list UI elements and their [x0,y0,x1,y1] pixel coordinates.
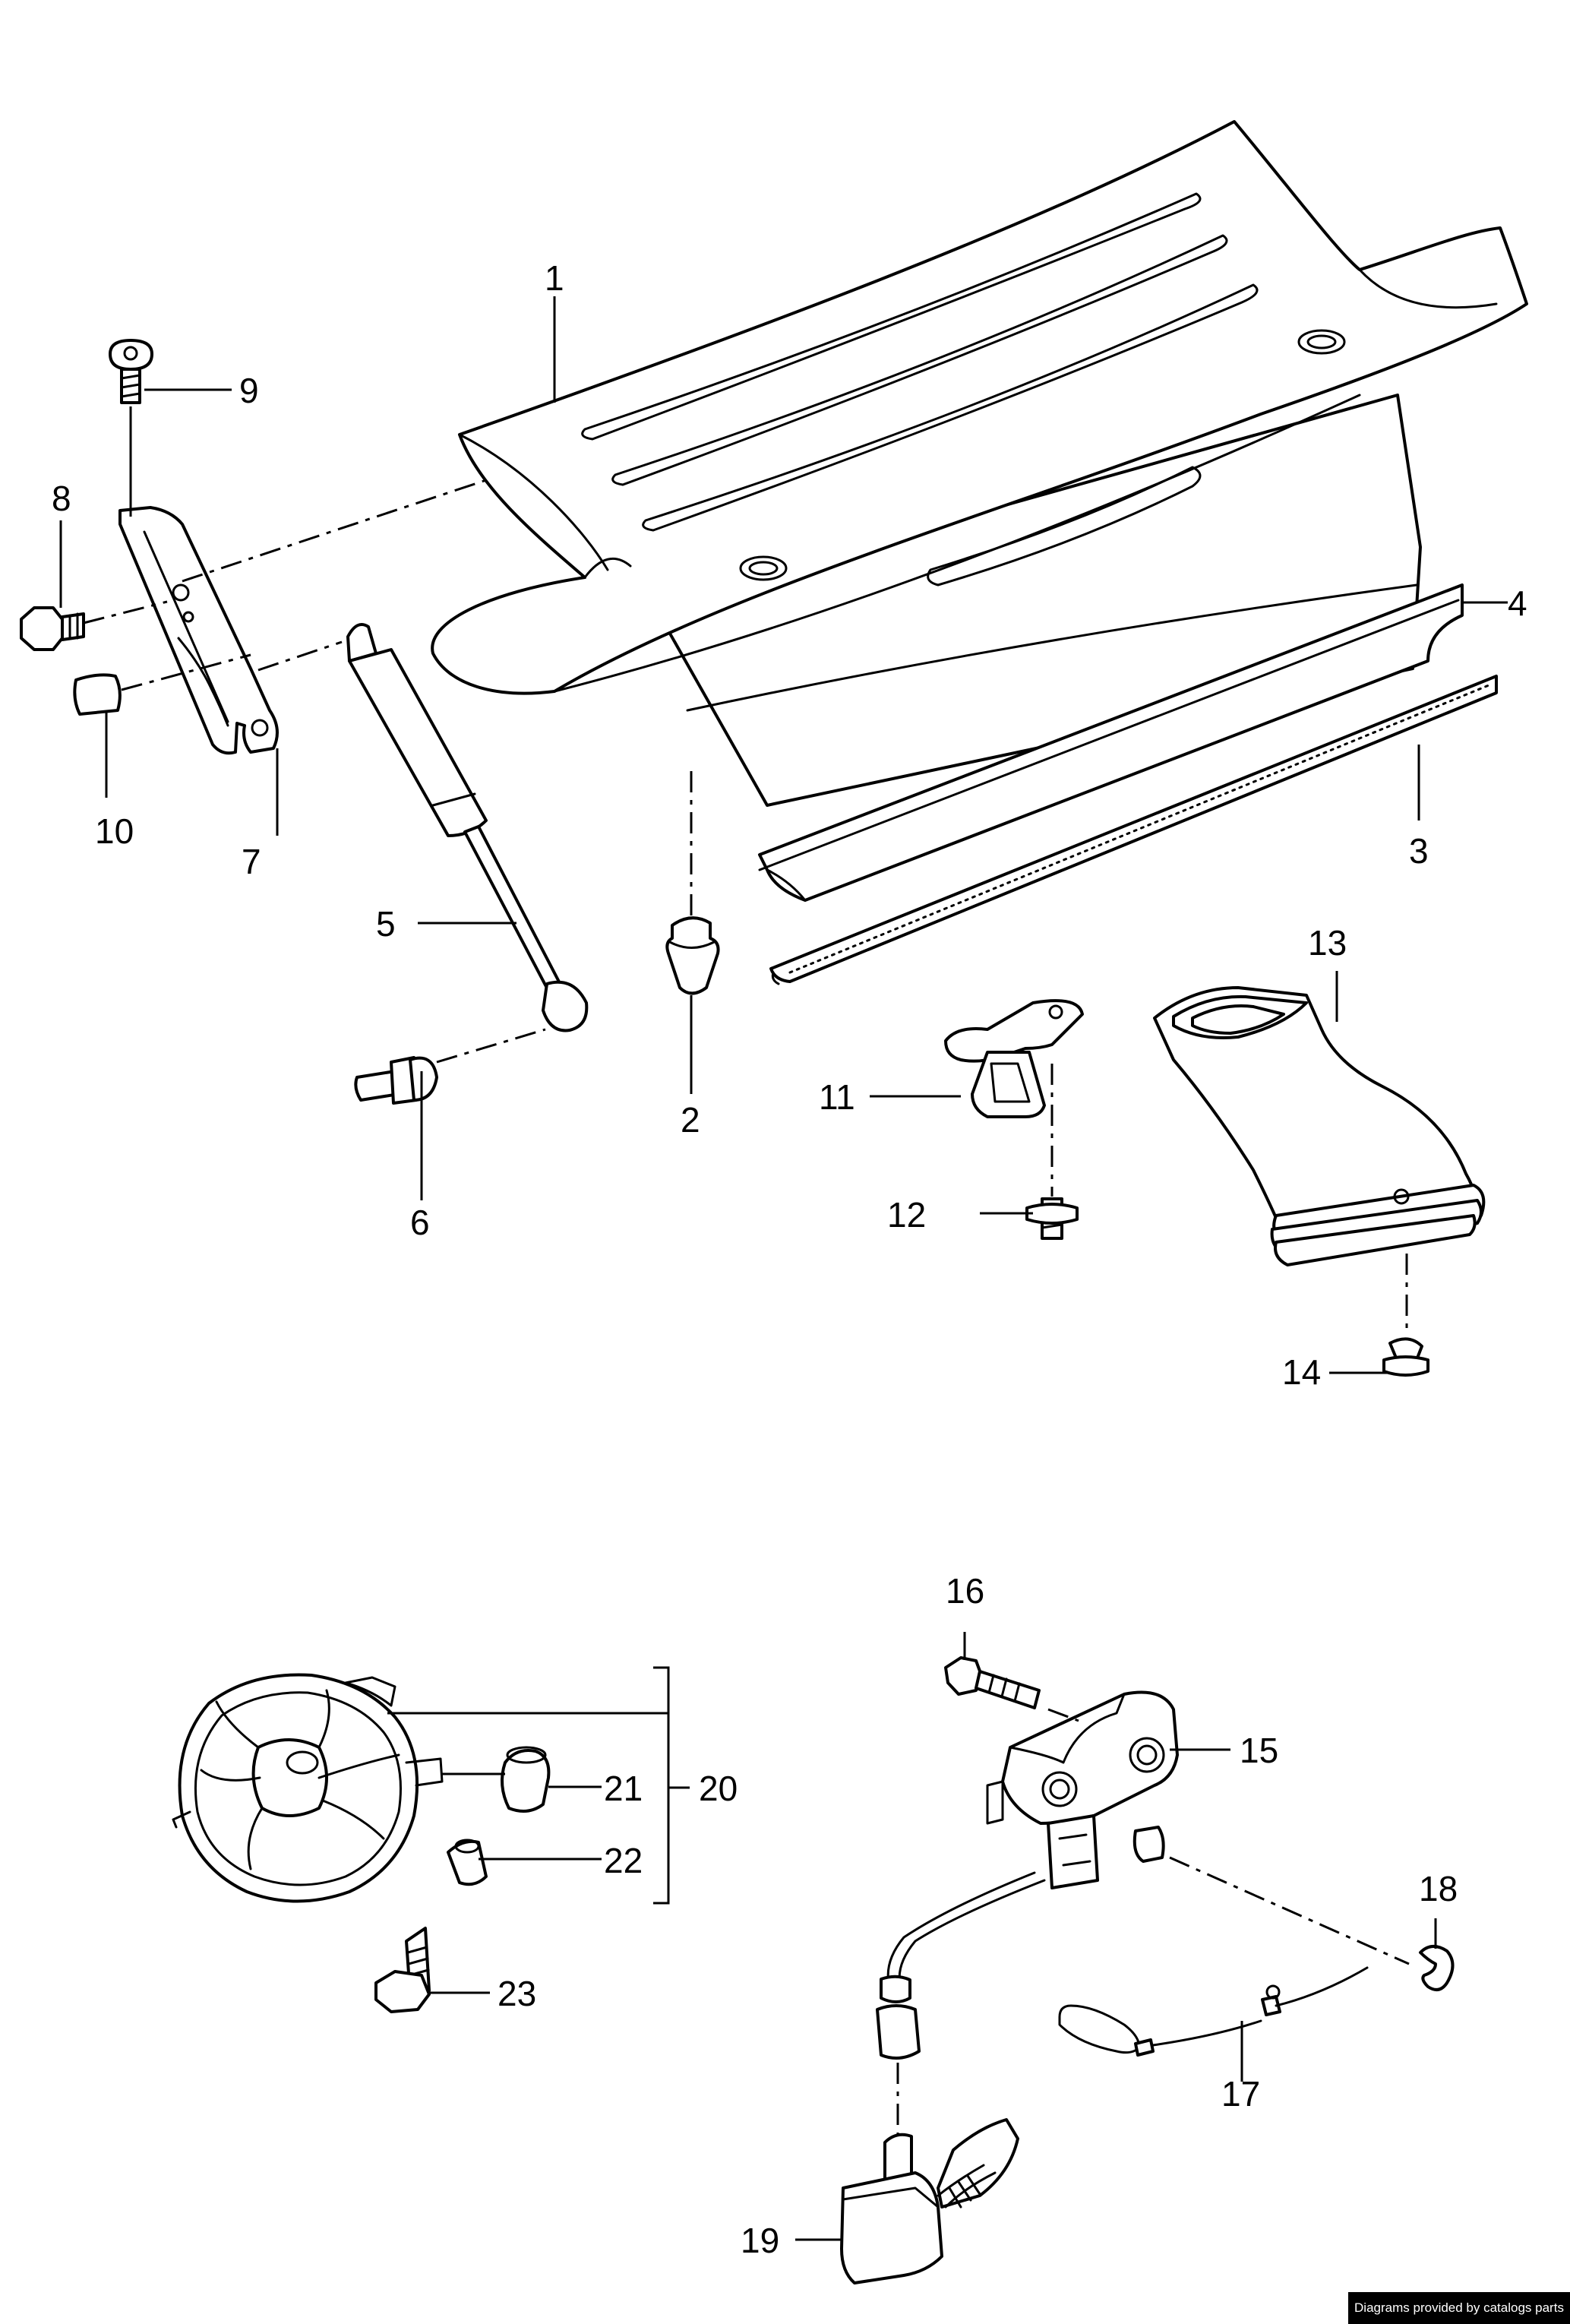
screw-12 [1025,1197,1079,1240]
callout-6: 6 [410,1203,430,1242]
callout-2: 2 [681,1100,700,1140]
callout-16: 16 [946,1571,984,1611]
callout-20: 20 [699,1769,738,1808]
callout-5: 5 [376,904,396,944]
bolt-8 [20,606,85,651]
callout-1: 1 [545,258,564,298]
bolt-16 [944,1656,1041,1709]
dotted-seal [769,675,1498,985]
alignment-lines [83,479,1410,2136]
callout-15: 15 [1240,1731,1278,1770]
clip-18 [1419,1945,1455,1991]
callout-11: 11 [819,1077,855,1117]
latch-15 [986,1690,1179,1889]
callout-10: 10 [95,811,134,851]
seal-strip [758,583,1464,902]
bolt-23 [374,1927,431,2013]
fan-assembly [172,1673,444,1903]
sleeve-21 [501,1746,551,1813]
release-cable [1058,1966,1369,2057]
buffer-2 [665,916,720,995]
callout-4: 4 [1508,583,1527,623]
latch-cable [876,1871,1046,2060]
callout-12: 12 [887,1195,926,1235]
bolt-9 [109,339,153,404]
callout-13: 13 [1308,923,1347,963]
callout-18: 18 [1419,1869,1458,1908]
bracket-11 [944,999,1084,1118]
callout-23: 23 [498,1974,536,2013]
gas-strut [346,623,589,1032]
switch-19 [840,2118,1019,2284]
hinge-bracket [118,506,279,755]
leader-lines [59,296,1508,2241]
callout-9: 9 [239,371,259,410]
clip-10 [73,673,122,716]
callout-21: 21 [604,1769,643,1808]
callout-19: 19 [741,2221,779,2260]
clip-14 [1382,1337,1429,1377]
air-duct [1153,986,1486,1266]
callout-3: 3 [1409,831,1429,871]
ball-stud [354,1056,438,1105]
rear-lid-spoiler [431,120,1528,807]
watermark-banner: Diagrams provided by catalogs parts [1348,2292,1570,2324]
callout-17: 17 [1221,2074,1260,2114]
insert-22 [447,1839,488,1886]
callout-8: 8 [52,479,71,518]
callout-22: 22 [604,1841,643,1880]
callout-7: 7 [242,842,261,881]
callout-14: 14 [1282,1352,1321,1392]
callout-labels: 1 2 3 4 5 6 7 8 9 10 11 12 13 14 15 16 1… [52,258,1527,2260]
